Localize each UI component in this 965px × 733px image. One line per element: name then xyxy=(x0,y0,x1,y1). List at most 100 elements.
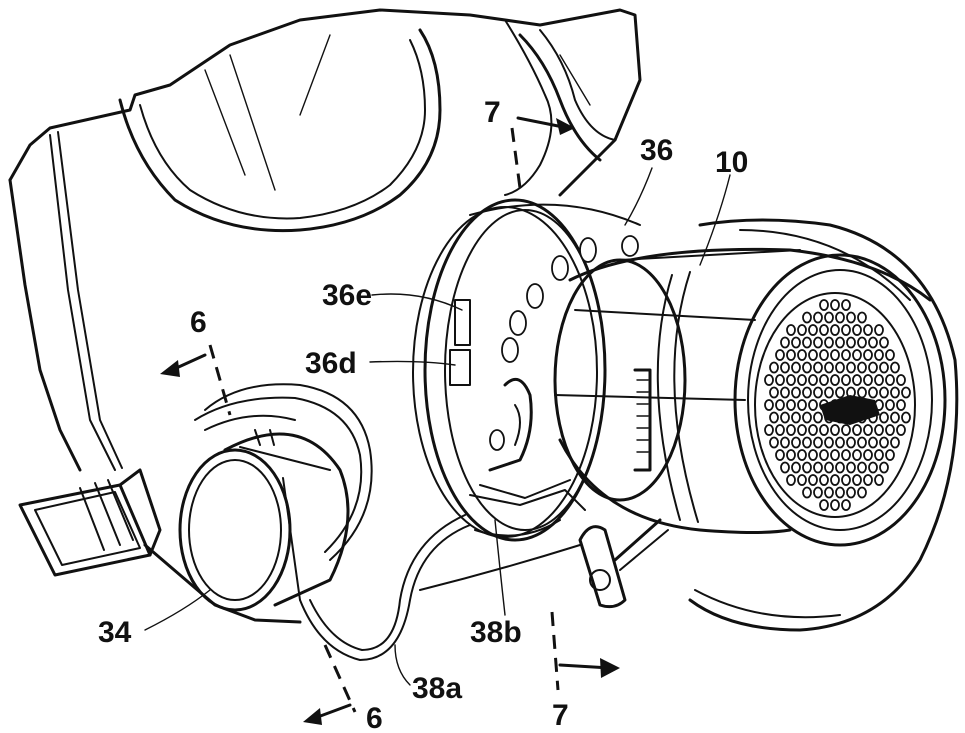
perforation-hole xyxy=(797,349,807,361)
perforation-hole xyxy=(868,436,878,449)
label-ref-36e: 36e xyxy=(322,279,372,312)
perforation-hole xyxy=(819,349,829,361)
reference-labels: 7 36 10 36e 36d 6 34 38b 38a 6 7 xyxy=(98,96,748,733)
perforation-hole xyxy=(896,424,906,436)
perforation-hole xyxy=(846,361,856,374)
perforation-hole xyxy=(769,411,779,424)
perforation-hole xyxy=(813,411,823,424)
perforation-hole xyxy=(802,386,812,399)
perforation-hole xyxy=(852,474,862,486)
perforation-hole xyxy=(863,424,873,436)
perforation-hole xyxy=(802,311,812,324)
perforation-hole xyxy=(824,361,834,374)
perforation-hole xyxy=(775,424,785,436)
perforation-hole xyxy=(775,374,785,386)
perforation-hole xyxy=(841,374,851,386)
perforation-hole xyxy=(830,424,840,436)
perforation-hole xyxy=(791,461,801,474)
perforation-hole xyxy=(797,424,807,436)
perforation-hole xyxy=(780,361,790,374)
perforation-hole xyxy=(885,449,895,461)
section-lines xyxy=(160,116,620,725)
perforation-hole xyxy=(874,424,884,436)
perforation-hole xyxy=(885,374,895,386)
perforation-hole xyxy=(808,349,818,361)
perforation-hole xyxy=(835,461,845,474)
perforation-hole xyxy=(769,436,779,449)
perforation-hole xyxy=(775,449,785,461)
perforation-hole xyxy=(819,374,829,386)
perforation-hole xyxy=(890,361,900,374)
perforation-hole xyxy=(830,499,840,511)
perforation-hole xyxy=(819,449,829,461)
perforation-hole xyxy=(797,324,807,336)
perforation-hole xyxy=(846,486,856,499)
perforation-hole xyxy=(786,474,796,486)
perforation-hole xyxy=(808,424,818,436)
perforation-hole xyxy=(879,336,889,349)
perforation-hole xyxy=(802,361,812,374)
perforation-hole xyxy=(791,336,801,349)
label-section-7-bottom: 7 xyxy=(552,699,569,732)
perforation-hole xyxy=(846,436,856,449)
perforation-hole xyxy=(852,424,862,436)
label-ref-36d: 36d xyxy=(305,347,357,380)
perforation-hole xyxy=(852,374,862,386)
tether-lines xyxy=(299,377,669,661)
perforation-hole xyxy=(819,474,829,486)
perforation-hole xyxy=(846,336,856,349)
perforation-hole xyxy=(874,349,884,361)
perforation-hole xyxy=(879,461,889,474)
perforation-hole xyxy=(786,399,796,411)
perforation-hole xyxy=(846,461,856,474)
perforation-hole xyxy=(863,449,873,461)
perforation-hole xyxy=(835,361,845,374)
perforation-hole xyxy=(841,324,851,336)
perforation-hole xyxy=(868,461,878,474)
perforation-hole xyxy=(846,311,856,324)
perforation-hole xyxy=(890,386,900,399)
perforation-hole xyxy=(896,399,906,411)
perforation-hole xyxy=(885,349,895,361)
label-section-6-left: 6 xyxy=(190,306,207,339)
perforation-hole xyxy=(824,336,834,349)
perforation-hole xyxy=(813,361,823,374)
perforation-hole xyxy=(841,349,851,361)
perforation-hole xyxy=(824,386,834,399)
perforation-hole xyxy=(819,299,829,311)
harness-buckle xyxy=(18,468,162,577)
label-ref-38a: 38a xyxy=(412,672,462,705)
perforation-hole xyxy=(824,436,834,449)
perforation-hole xyxy=(813,461,823,474)
perforation-hole xyxy=(852,449,862,461)
perforation-hole xyxy=(802,486,812,499)
perforation-hole xyxy=(813,386,823,399)
perforation-hole xyxy=(863,349,873,361)
perforation-hole xyxy=(857,461,867,474)
perforation-hole xyxy=(791,436,801,449)
perforation-hole xyxy=(863,374,873,386)
perforation-hole xyxy=(813,311,823,324)
perforation-hole xyxy=(824,486,834,499)
perforation-hole xyxy=(885,399,895,411)
perforation-hole xyxy=(791,361,801,374)
perforation-hole xyxy=(802,461,812,474)
perforation-hole xyxy=(868,361,878,374)
perforation-hole xyxy=(857,486,867,499)
perforation-hole xyxy=(857,336,867,349)
perforation-hole xyxy=(769,386,779,399)
perforation-hole xyxy=(874,324,884,336)
perforation-hole xyxy=(879,386,889,399)
perforation-hole xyxy=(786,374,796,386)
perforation-hole xyxy=(830,299,840,311)
label-ref-34: 34 xyxy=(98,616,132,649)
perforation-hole xyxy=(835,336,845,349)
perforation-hole xyxy=(786,324,796,336)
perforation-hole xyxy=(874,474,884,486)
perforation-hole xyxy=(824,461,834,474)
perforation-hole xyxy=(764,399,774,411)
perforation-hole xyxy=(802,336,812,349)
perforation-hole xyxy=(841,424,851,436)
perforation-hole xyxy=(841,499,851,511)
perforation-hole xyxy=(857,361,867,374)
